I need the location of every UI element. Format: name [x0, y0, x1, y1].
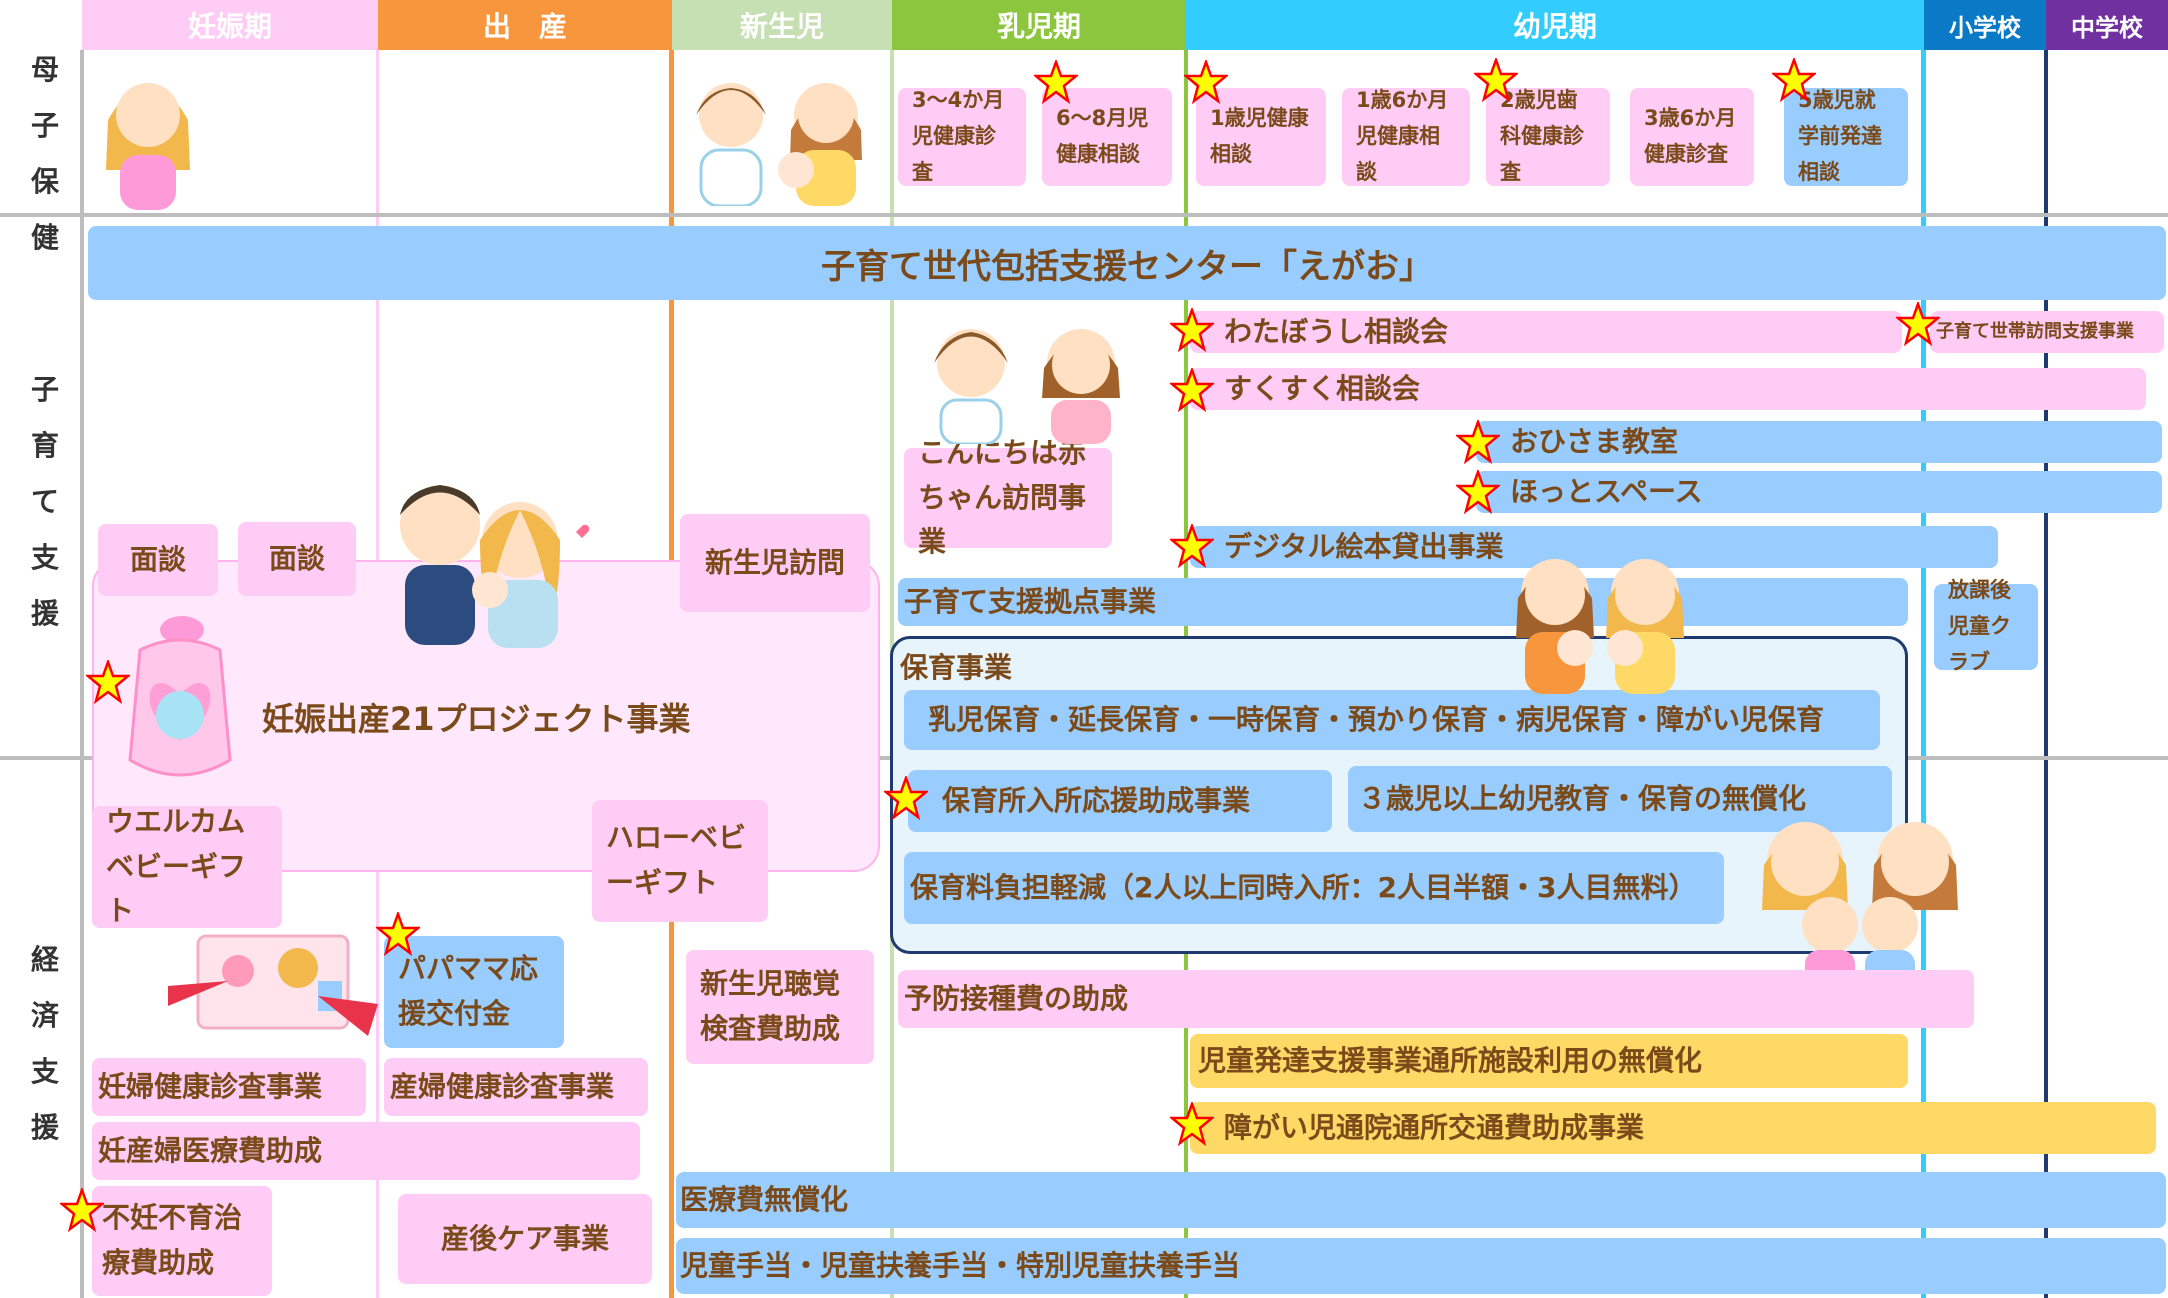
row-label-char: 済 [30, 999, 59, 1032]
row-label-char: 保 [30, 165, 59, 198]
row-label-char: 子 [30, 109, 59, 142]
iryouhi-josei-bar: 妊産婦医療費助成 [92, 1122, 640, 1180]
maternal-item: 3～4か月児健康診査 [898, 88, 1026, 186]
row-label-char: 支 [30, 541, 59, 574]
row-label-maternal: 母 子 保 健 [20, 40, 70, 264]
sanpu-kenshin-bar: 産婦健康診査事業 [384, 1058, 648, 1116]
houkago-box: 放課後児童クラブ [1934, 578, 2038, 674]
row-label-char: て [30, 485, 59, 518]
row-divider [0, 213, 2168, 217]
staff-illustration [934, 329, 1120, 444]
amulet-illustration [128, 616, 232, 777]
row-label-char: 育 [30, 429, 59, 462]
star-icon [60, 1188, 104, 1232]
mendan-box-2: 面談 [238, 522, 356, 596]
star-icon [1772, 58, 1816, 102]
maternal-item: 6～8月児健康相談 [1042, 88, 1172, 186]
nurse-mother-illustration [696, 83, 862, 206]
divider-line [2044, 50, 2048, 1298]
star-icon [1034, 60, 1078, 104]
hello-gift-box: ハローベビーギフト [592, 800, 768, 922]
ohisama-bar: おひさま教室 [1476, 421, 2162, 463]
project21-label: 妊娠出産21プロジェクト事業 [262, 700, 691, 738]
family-kids-illustration [1762, 822, 1958, 990]
welcome-gift-box: ウエルカムベビーギフト [92, 805, 282, 928]
star-icon [1170, 1102, 1214, 1146]
choukaku-box: 新生児聴覚検査費助成 [686, 950, 874, 1064]
family-illustration [400, 485, 590, 648]
maternal-item: 1歳6か月児健康相談 [1342, 88, 1470, 186]
divider-line [1921, 50, 1926, 1298]
star-icon [86, 660, 130, 704]
stage-header-newborn: 新生児 [672, 0, 892, 50]
row-label-char: 母 [30, 53, 59, 86]
divider-line [80, 50, 84, 1298]
maternal-item: 3歳6か月健康診査 [1630, 88, 1754, 186]
star-icon [1456, 420, 1500, 464]
mothers-babies-illustration [1516, 559, 1684, 694]
sukusuku-bar: すくすく相談会 [1190, 368, 2146, 410]
maternal-item: 5歳児就学前発達相談 [1784, 88, 1908, 186]
tsuuin-bar: 障がい児通院通所交通費助成事業 [1190, 1102, 2156, 1154]
stage-header-elementary: 小学校 [1924, 0, 2046, 50]
star-icon [1170, 524, 1214, 568]
ehon-bar: デジタル絵本貸出事業 [1190, 526, 1998, 568]
gift-box-illustration [168, 934, 378, 1036]
star-icon [1184, 60, 1228, 104]
teate-bar: 児童手当・児童扶養手当・特別児童扶養手当 [676, 1238, 2166, 1294]
star-icon [1456, 470, 1500, 514]
stage-header-pregnancy: 妊娠期 [82, 0, 378, 50]
ninpu-kenshin-bar: 妊婦健康診査事業 [92, 1058, 366, 1116]
mother-illustration [106, 83, 190, 210]
sango-box: 産後ケア事業 [398, 1194, 652, 1284]
maternal-item: 2歳児歯科健康診査 [1486, 88, 1610, 186]
funin-box: 不妊不育治療費助成 [92, 1186, 272, 1296]
star-icon [1474, 58, 1518, 102]
stage-header-birth: 出 産 [378, 0, 672, 50]
star-icon [1170, 308, 1214, 352]
kyoten-bar: 子育て支援拠点事業 [898, 578, 1908, 626]
hoiku-list-bar: 乳児保育・延長保育・一時保育・預かり保育・病児保育・障がい児保育 [904, 690, 1880, 750]
stage-header-junior-high: 中学校 [2046, 0, 2168, 50]
row-label-childcare: 子 育 て 支 援 [20, 360, 70, 640]
iryouhi-muryou-bar: 医療費無償化 [676, 1172, 2166, 1228]
row-label-economic: 経 済 支 援 [20, 930, 70, 1154]
papamama-box: パパママ応援交付金 [384, 936, 564, 1048]
row-label-char: 子 [30, 373, 59, 406]
stage-header-infant: 乳児期 [892, 0, 1186, 50]
row-label-char: 経 [30, 943, 59, 976]
star-icon [884, 776, 928, 820]
stage-header-toddler: 幼児期 [1186, 0, 1924, 50]
row-label-char: 援 [30, 1111, 59, 1144]
row-label-char: 支 [30, 1055, 59, 1088]
mushoka-bar: ３歳児以上幼児教育・保育の無償化 [1348, 766, 1892, 832]
maternal-item: 1歳児健康相談 [1196, 88, 1326, 186]
konnichiwa-box: こんにちは赤ちゃん訪問事業 [904, 436, 1112, 558]
yobou-bar: 予防接種費の助成 [898, 970, 1974, 1028]
star-icon [1896, 302, 1940, 346]
hotto-bar: ほっとスペース [1476, 471, 2162, 513]
hoiku-title: 保育事業 [900, 651, 1013, 684]
mendan-box-1: 面談 [98, 524, 218, 596]
newborn-visit-box: 新生児訪問 [680, 514, 870, 612]
star-icon [1170, 368, 1214, 412]
star-icon [376, 912, 420, 956]
home-visit-bar: 子育て世帯訪問支援事業 [1930, 311, 2164, 353]
keigen-bar: 保育料負担軽減（2人以上同時入所：2人目半額・3人目無料） [904, 852, 1724, 924]
row-label-char: 援 [30, 597, 59, 630]
hattatsu-bar: 児童発達支援事業通所施設利用の無償化 [1190, 1034, 1908, 1088]
row-label-char: 健 [30, 221, 59, 254]
support-center-banner: 子育て世代包括支援センター「えがお」 [88, 226, 2166, 300]
nyusho-bar: 保育所入所応援助成事業 [908, 770, 1332, 832]
watabo-bar: わたぼうし相談会 [1190, 311, 1902, 353]
